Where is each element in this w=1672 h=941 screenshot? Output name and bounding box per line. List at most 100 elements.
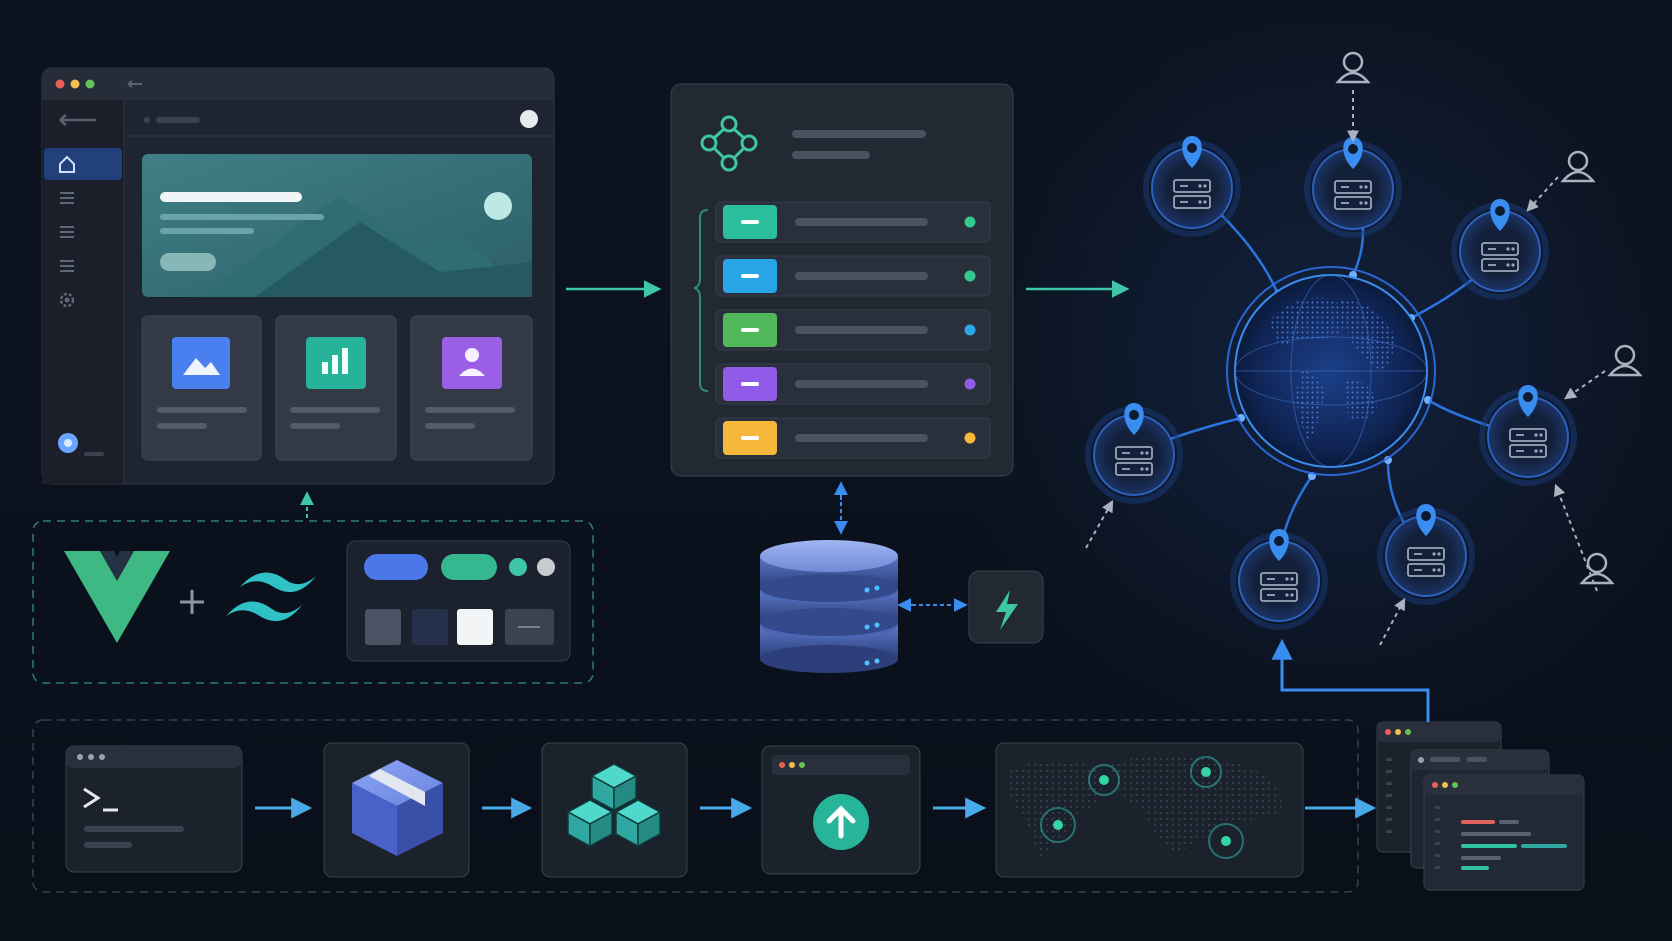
list-icon [60, 260, 74, 272]
lightning-service [968, 570, 1044, 644]
global-network [1085, 51, 1643, 646]
api-list-row[interactable] [715, 255, 991, 297]
gear-icon[interactable] [59, 292, 75, 308]
window-maximize-dot[interactable] [85, 79, 95, 89]
location-pin-icon [1124, 403, 1144, 435]
image-icon [183, 358, 220, 375]
location-pin-icon [1518, 385, 1538, 417]
swatch-primary-button[interactable] [364, 554, 428, 580]
sidebar-item-home[interactable] [44, 148, 122, 180]
list-icon [60, 192, 74, 204]
tailwind-logo-icon [226, 572, 316, 622]
server-node-icon [1451, 199, 1549, 300]
list-bracket [693, 209, 709, 392]
row-label [795, 434, 928, 442]
location-pin-icon [1416, 504, 1436, 536]
pipeline-step-containers [541, 742, 688, 878]
sidebar-item-list-3[interactable] [60, 260, 74, 272]
vue-logo-icon [64, 551, 170, 643]
api-list-panel [670, 83, 1014, 477]
swatch-success-button[interactable] [441, 554, 497, 580]
server-node-icon [1479, 385, 1577, 486]
api-list-row[interactable] [715, 201, 991, 243]
swatch-teal-dot[interactable] [509, 558, 527, 576]
avatar-icon[interactable] [58, 433, 104, 456]
server-node-icon [1377, 504, 1475, 605]
server-node-icon [1230, 529, 1328, 630]
globe-icon [1226, 266, 1436, 476]
location-pin-icon [1343, 137, 1363, 169]
row-label [795, 326, 928, 334]
api-list-row[interactable] [715, 363, 991, 405]
hero-button[interactable] [160, 253, 216, 271]
api-list-row[interactable] [715, 417, 991, 459]
hero-title [160, 192, 302, 202]
card-images[interactable] [141, 315, 262, 461]
plus-icon [180, 590, 204, 614]
home-icon [59, 155, 75, 173]
window-close-dot[interactable] [55, 79, 65, 89]
server-node-icon [1304, 137, 1402, 238]
nodes-icon [700, 115, 758, 172]
code-windows-icon [1376, 721, 1585, 891]
row-status-dot [964, 216, 976, 228]
api-list-row[interactable] [715, 309, 991, 351]
swatch-slate[interactable] [365, 609, 401, 645]
row-label [795, 218, 928, 226]
swatch-navy[interactable] [412, 609, 448, 645]
user-icon [1564, 344, 1643, 400]
profile-dot[interactable] [520, 110, 538, 128]
bar-chart-icon [322, 348, 348, 374]
user-icon [1526, 150, 1596, 212]
back-arrow-icon[interactable] [59, 114, 96, 126]
card-analytics[interactable] [275, 315, 397, 461]
pipeline-step-upload [761, 745, 921, 875]
row-label [795, 380, 928, 388]
swatch-white[interactable] [457, 609, 493, 645]
incoming-request-arrow [1379, 597, 1406, 646]
row-status-dot [964, 324, 976, 336]
server-node-icon [1085, 403, 1183, 504]
back-arrow-icon[interactable] [127, 80, 142, 88]
location-pin-icon [1269, 529, 1289, 561]
api-panel-title [792, 130, 926, 138]
row-status-dot [964, 432, 976, 444]
deploy-to-network-arrow [1271, 638, 1430, 722]
pipeline-step-global-deploy [995, 742, 1304, 878]
deployment-pipeline [32, 719, 1359, 893]
user-icon [1335, 51, 1371, 143]
hero-banner [142, 154, 532, 297]
lightning-icon [996, 590, 1018, 630]
pipeline-step-package [323, 742, 470, 878]
sidebar-item-list-2[interactable] [60, 226, 74, 238]
row-label [795, 272, 928, 280]
world-map-icon [1005, 756, 1282, 860]
database-icon [760, 540, 898, 673]
user-icon [459, 348, 485, 376]
api-rows [715, 201, 991, 459]
sun-icon [484, 192, 512, 220]
row-status-dot [964, 270, 976, 282]
window-minimize-dot[interactable] [70, 79, 80, 89]
package-box-icon [352, 760, 443, 856]
row-status-dot [964, 378, 976, 390]
tech-stack-box [32, 520, 594, 684]
card-profile[interactable] [410, 315, 533, 461]
location-pin-icon [1182, 136, 1202, 168]
swatch-gray-dot[interactable] [537, 558, 555, 576]
sidebar-item-list-1[interactable] [60, 192, 74, 204]
ui-mockup-window [41, 67, 555, 485]
location-pin-icon [1490, 199, 1510, 231]
upload-icon [813, 794, 869, 850]
incoming-request-arrow [1085, 499, 1114, 549]
pipeline-step-terminal [65, 745, 243, 873]
list-icon [60, 226, 74, 238]
network-nodes [1085, 136, 1577, 630]
terminal-icon [83, 787, 118, 812]
server-node-icon [1143, 136, 1241, 237]
user-icon [1553, 483, 1615, 592]
cubes-icon [566, 763, 662, 848]
component-swatches [346, 540, 571, 662]
